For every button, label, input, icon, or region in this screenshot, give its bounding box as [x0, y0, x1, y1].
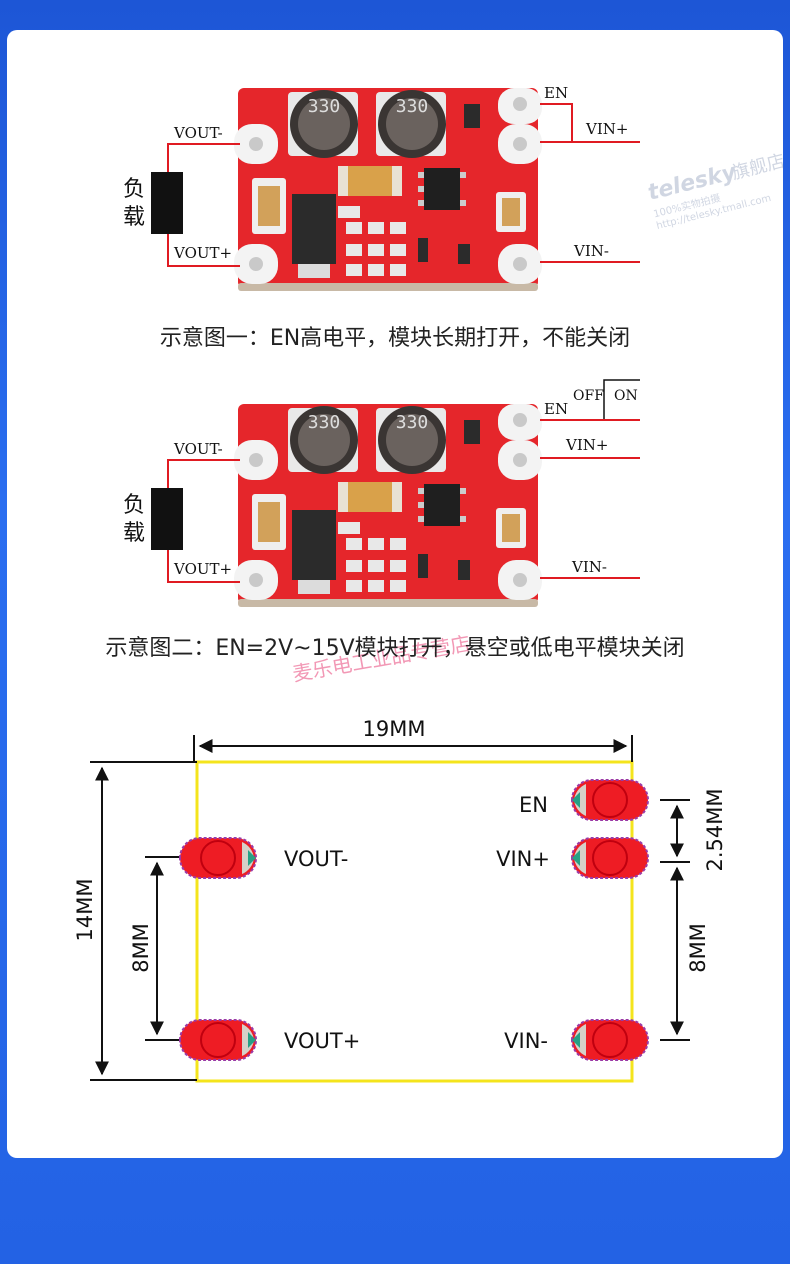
load-label-one-b: 载 — [123, 205, 145, 230]
caption-two: 示意图二：EN=2V~15V模块打开，悬空或低电平模块关闭 — [105, 636, 685, 661]
vout-minus-label-two: VOUT- — [173, 440, 223, 458]
pin-label-en: EN — [519, 793, 548, 817]
load-block-two — [151, 488, 183, 550]
board-outline — [195, 760, 634, 1083]
dimension-drawing: 19MM 14MM 8MM 2.54MM 8MM — [73, 717, 727, 1083]
diagram-one: 330 330 负 载 VOUT- VOUT+ EN VIN+ VIN- — [123, 84, 640, 291]
pin-label-vout-plus: VOUT+ — [284, 1029, 360, 1053]
vout-plus-label-two: VOUT+ — [173, 560, 232, 578]
pitch-dimension-label: 2.54MM — [703, 789, 727, 872]
height-dimension-label: 14MM — [73, 879, 97, 942]
load-block-one — [151, 172, 183, 234]
load-label-two-a: 负 — [123, 493, 145, 518]
vout-plus-wire-two — [167, 550, 240, 583]
diagram-two: 330 330 负 载 VOUT- VOUT+ EN OFF ON VIN+ V… — [123, 379, 640, 607]
pad-en — [571, 779, 649, 821]
vout-plus-label-one: VOUT+ — [173, 244, 232, 262]
inductor-label-one-a: 330 — [308, 96, 341, 117]
vout-minus-label-one: VOUT- — [173, 124, 223, 142]
watermark-layer: telesky 旗舰店 100%实物拍摄 http://telesky.tmal… — [645, 151, 787, 232]
watermark-cn: 旗舰店 — [730, 151, 787, 184]
pad-vin-minus — [571, 1019, 649, 1061]
load-label-one-a: 负 — [123, 177, 145, 202]
on-label: ON — [614, 388, 638, 404]
pcb-photo-two: 330 330 — [234, 404, 542, 607]
right-spacing-label: 8MM — [686, 923, 710, 973]
load-label-two-b: 载 — [123, 521, 145, 546]
vin-minus-label-two: VIN- — [571, 558, 607, 576]
pad-vout-minus — [179, 837, 257, 879]
vin-minus-label-one: VIN- — [573, 242, 609, 260]
vout-plus-wire-one — [167, 234, 240, 267]
en-label-one: EN — [544, 84, 568, 102]
width-dimension-label: 19MM — [363, 717, 426, 741]
pad-vin-plus — [571, 837, 649, 879]
caption-one: 示意图一：EN高电平，模块长期打开，不能关闭 — [159, 326, 631, 351]
inductor-label-one-b: 330 — [396, 96, 429, 117]
pin-label-vout-minus: VOUT- — [284, 847, 348, 871]
off-label: OFF — [573, 388, 604, 404]
pin-label-vin-minus: VIN- — [504, 1029, 548, 1053]
pcb-photo-one: 330 330 — [234, 88, 542, 291]
left-spacing-label: 8MM — [129, 923, 153, 973]
pad-vout-plus — [179, 1019, 257, 1061]
inductor-label-two-a: 330 — [308, 412, 341, 433]
vout-minus-wire-two — [167, 459, 240, 488]
inductor-label-two-b: 330 — [396, 412, 429, 433]
vout-minus-wire-one — [167, 143, 240, 172]
vin-plus-label-two: VIN+ — [565, 436, 608, 454]
pin-label-vin-plus: VIN+ — [496, 847, 550, 871]
en-wire-one — [540, 103, 640, 143]
en-label-two: EN — [544, 400, 568, 418]
vin-plus-label-one: VIN+ — [585, 120, 628, 138]
